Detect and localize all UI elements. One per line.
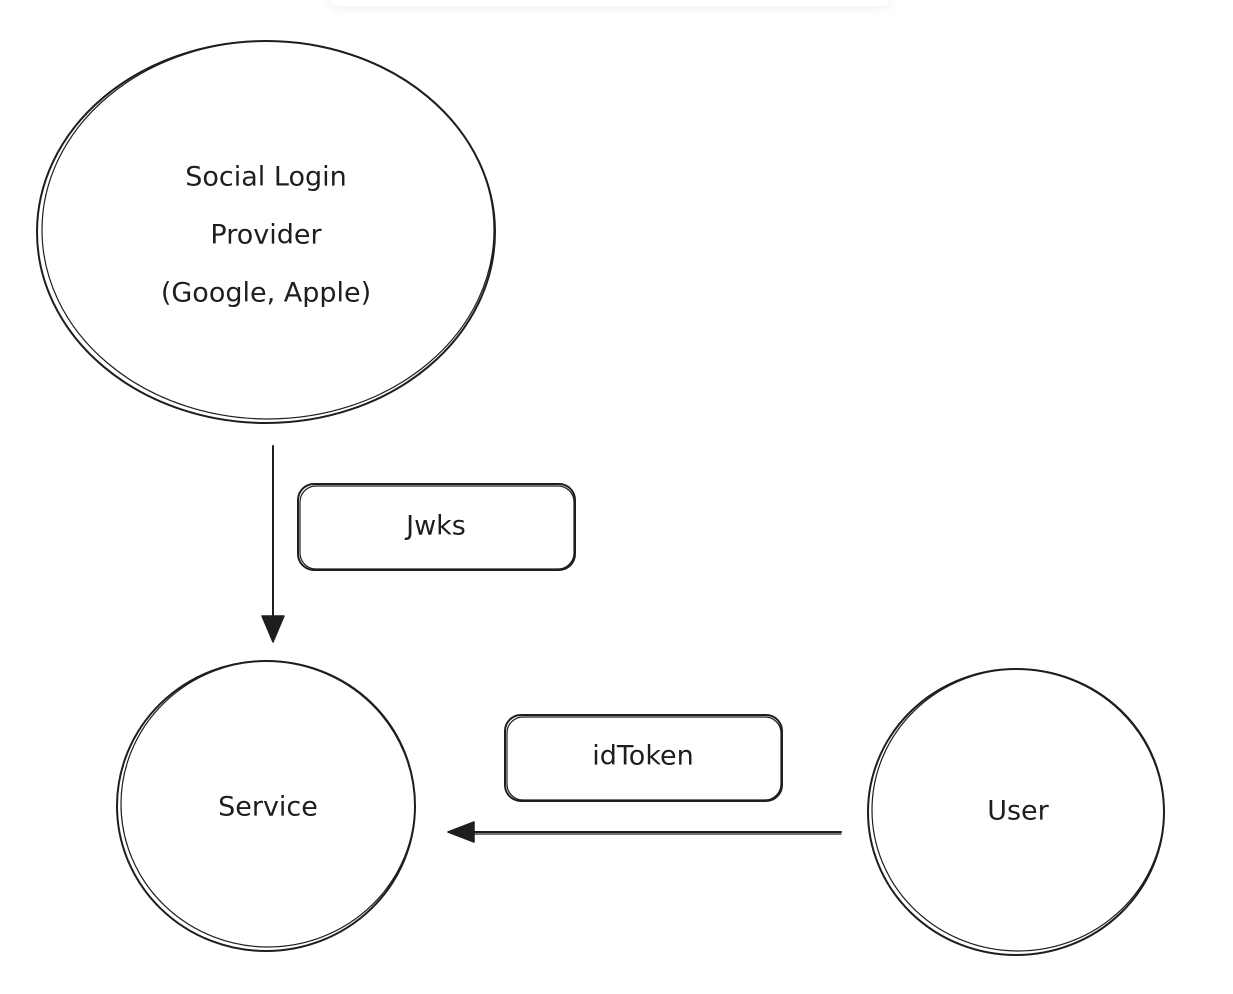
provider-node[interactable]: Social Login Provider (Google, Apple) bbox=[36, 40, 496, 424]
jwks-box-sketch bbox=[299, 485, 575, 570]
idtoken-box-outline bbox=[504, 714, 783, 802]
service-label: Service bbox=[218, 792, 318, 823]
idtoken-arrowhead-icon bbox=[447, 821, 475, 843]
jwks-box-outline bbox=[297, 483, 576, 571]
provider-circle-sketch bbox=[41, 40, 495, 420]
user-circle-sketch bbox=[871, 668, 1165, 952]
service-node[interactable]: Service bbox=[116, 660, 416, 952]
idtoken-label: idToken bbox=[592, 741, 693, 772]
jwks-arrowhead-icon bbox=[261, 615, 285, 643]
idtoken-arrow[interactable] bbox=[447, 821, 842, 843]
toolbar-shadow bbox=[330, 0, 890, 6]
idtoken-label-box[interactable]: idToken bbox=[504, 714, 783, 802]
jwks-label: Jwks bbox=[404, 511, 466, 542]
jwks-arrow[interactable] bbox=[261, 445, 285, 643]
user-label: User bbox=[987, 796, 1049, 827]
user-node[interactable]: User bbox=[867, 668, 1165, 956]
provider-label-line3: (Google, Apple) bbox=[161, 278, 371, 309]
provider-label-line1: Social Login bbox=[185, 162, 346, 193]
idtoken-box-sketch bbox=[506, 716, 782, 801]
provider-label-line2: Provider bbox=[210, 220, 322, 251]
jwks-label-box[interactable]: Jwks bbox=[297, 483, 576, 571]
service-circle-sketch bbox=[120, 660, 416, 948]
